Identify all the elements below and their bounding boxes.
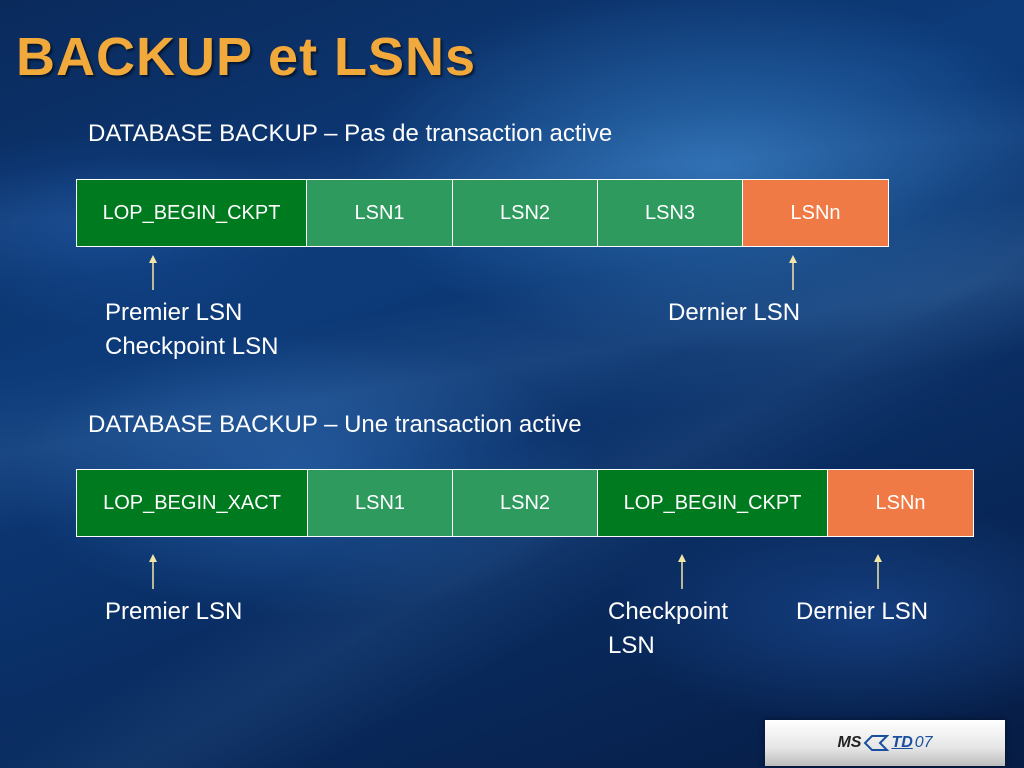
diagram1-premier-lsn-label: Premier LSN [105, 299, 243, 326]
diagram1-checkpoint-lsn-label: Checkpoint LSN [105, 333, 279, 360]
logo-year-text: 07 [914, 734, 933, 751]
diagram1-heading: DATABASE BACKUP – Pas de transaction act… [88, 120, 613, 147]
diagram2-cell-lop-begin-xact: LOP_BEGIN_XACT [77, 470, 308, 536]
diagram2-checkpoint-line1: Checkpoint [608, 598, 729, 625]
diagram2-checkpoint-label: Checkpoint LSN [608, 595, 728, 663]
diagram1-cell-lsn2: LSN2 [453, 180, 598, 246]
diagram1-dernier-lsn-label: Dernier LSN [668, 299, 801, 326]
diagram1-cell-lsn3: LSN3 [598, 180, 743, 246]
diagram1-first-label: Premier LSN Checkpoint LSN [105, 296, 278, 364]
diagram2-first-arrow-icon [149, 554, 157, 589]
mstd-logo-wordmark: MS TD 07 [837, 734, 933, 752]
diagram2-cell-lsn1: LSN1 [308, 470, 453, 536]
diagram2-last-arrow-icon [874, 554, 882, 589]
slide-title: BACKUP et LSNs [16, 27, 477, 87]
diagram1-lsn-bar: LOP_BEGIN_CKPT LSN1 LSN2 LSN3 LSNn [76, 179, 889, 247]
logo-diamond-icon [864, 735, 890, 751]
diagram1-cell-lop-begin-ckpt: LOP_BEGIN_CKPT [77, 180, 307, 246]
logo-ms-text: MS [837, 734, 862, 751]
diagram2-checkpoint-line2: LSN [608, 632, 655, 659]
diagram1-first-arrow-icon [149, 255, 157, 290]
diagram1-cell-lsn1: LSN1 [307, 180, 453, 246]
diagram1-last-arrow-icon [789, 255, 797, 290]
diagram2-cell-lop-begin-ckpt: LOP_BEGIN_CKPT [598, 470, 828, 536]
diagram2-dernier-lsn-label: Dernier LSN [796, 598, 929, 625]
logo-td-text: TD [891, 734, 913, 751]
diagram2-heading: DATABASE BACKUP – Une transaction active [88, 411, 582, 438]
mstd-logo: MS TD 07 [765, 720, 1005, 766]
diagram2-cell-lsnn: LSNn [828, 470, 973, 536]
diagram2-cell-lsn2: LSN2 [453, 470, 598, 536]
diagram1-cell-lsnn: LSNn [743, 180, 888, 246]
diagram2-premier-lsn-label: Premier LSN [105, 598, 243, 625]
diagram2-lsn-bar: LOP_BEGIN_XACT LSN1 LSN2 LOP_BEGIN_CKPT … [76, 469, 974, 537]
diagram2-checkpoint-arrow-icon [678, 554, 686, 589]
